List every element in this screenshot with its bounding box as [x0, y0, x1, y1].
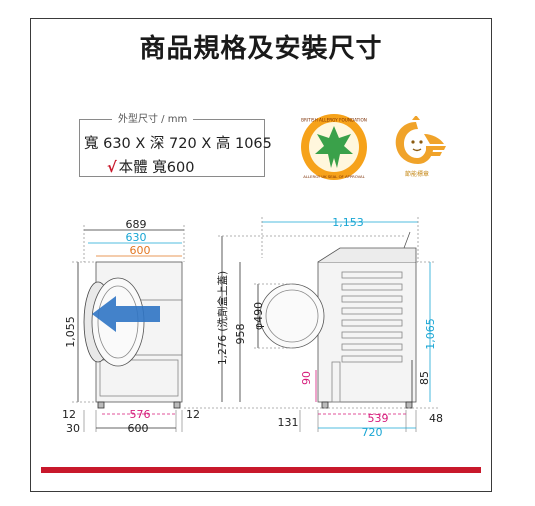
energy-label-icon: 節能標章: [395, 116, 446, 178]
front-width-outer: 689: [126, 218, 147, 231]
front-base-outer: 600: [128, 422, 149, 435]
allergy-seal-icon: BRITISH ALLERGY FOUNDATION ALLERGY UK SE…: [301, 114, 367, 180]
seal-bottom-text: ALLERGY UK SEAL OF APPROVAL: [303, 174, 365, 179]
side-overall-depth: 720: [362, 426, 383, 439]
overall-dimensions: 寬 630 X 深 720 X 高 1065: [84, 136, 272, 152]
front-left-gap: 12: [62, 408, 76, 421]
body-width-text: 本體 寬600: [118, 160, 195, 176]
side-base-depth: 539: [368, 412, 389, 425]
front-width-mid: 630: [126, 231, 147, 244]
dimension-caption: 外型尺寸 / mm: [112, 110, 194, 125]
page-title: 商品規格及安裝尺寸: [139, 34, 383, 64]
footer-red-bar: [41, 467, 481, 473]
side-rear-offset: 48: [429, 412, 443, 425]
side-total-height: 1,065: [424, 318, 437, 350]
side-front-offset: 131: [278, 416, 299, 429]
front-base-inner: 576: [130, 408, 151, 421]
eco-label-caption: 節能標章: [405, 170, 429, 178]
side-front-foot: 90: [300, 371, 313, 385]
front-height: 1,055: [64, 316, 77, 348]
side-back-foot: 85: [418, 371, 431, 385]
body-width: √本體 寬600: [107, 156, 194, 177]
side-height-lid: 1,276 (洗劑盒上蓋): [216, 271, 229, 365]
side-door-diameter: φ490: [252, 302, 265, 330]
front-base-extra: 30: [66, 422, 80, 435]
seal-top-text: BRITISH ALLERGY FOUNDATION: [301, 118, 367, 123]
front-right-gap: 12: [186, 408, 200, 421]
side-total-depth: 1,153: [332, 216, 364, 229]
front-width-body: 600: [130, 244, 151, 257]
load-direction-arrow: [92, 296, 160, 332]
side-door-height: 958: [234, 324, 247, 345]
check-icon: √: [107, 160, 117, 176]
spec-frame: [30, 18, 492, 492]
